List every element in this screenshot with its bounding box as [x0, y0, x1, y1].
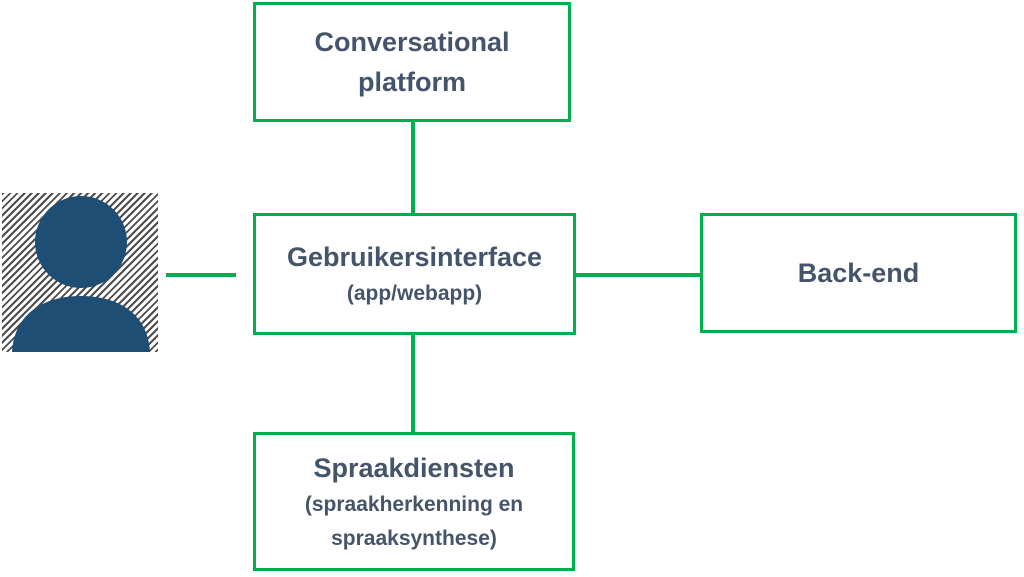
node-conversational-platform: Conversational platform	[253, 2, 571, 122]
node-back-end: Back-end	[700, 213, 1017, 333]
node-speech-services-title: Spraakdiensten	[313, 452, 515, 483]
user-icon	[2, 193, 158, 352]
connector-platform-to-ui	[411, 122, 415, 213]
node-speech-services-subtitle: (spraakherkenning en spraaksynthese)	[304, 492, 524, 550]
node-speech-services: Spraakdiensten (spraakherkenning en spra…	[253, 432, 575, 571]
connector-ui-to-backend	[576, 273, 700, 277]
node-user-interface-title: Gebruikersinterface	[286, 242, 543, 272]
node-user-interface: Gebruikersinterface (app/webapp)	[253, 213, 576, 335]
node-user-interface-subtitle: (app/webapp)	[346, 282, 483, 305]
node-back-end-title: Back-end	[797, 258, 920, 288]
person-silhouette-icon	[12, 196, 150, 352]
connector-ui-to-speech	[411, 335, 415, 432]
connector-user-to-ui	[166, 273, 236, 277]
node-conversational-platform-title: Conversational platform	[314, 27, 510, 97]
